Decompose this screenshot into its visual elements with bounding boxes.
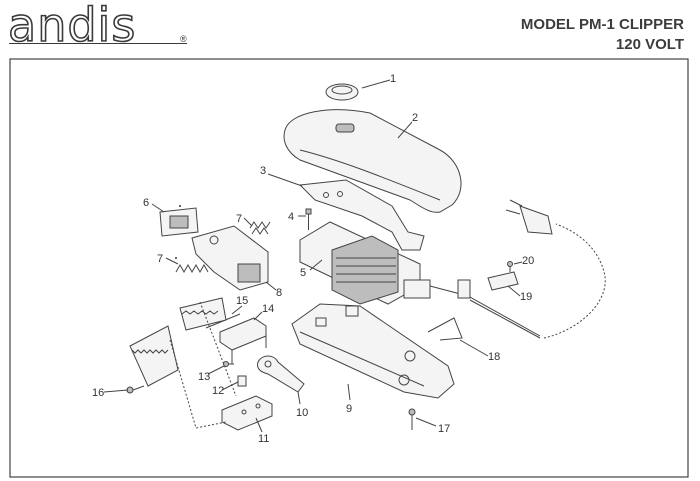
part-armature-8 bbox=[191, 225, 269, 291]
part-wire-18 bbox=[427, 317, 463, 341]
part-screw-5 bbox=[305, 208, 312, 230]
part-lower-blade bbox=[129, 325, 179, 387]
part-cord-and-plug bbox=[429, 199, 606, 339]
part-screw-12 bbox=[237, 375, 247, 387]
callout-8: 8 bbox=[276, 287, 282, 299]
callout-7a: 7 bbox=[236, 213, 242, 225]
assembly-guide-lines bbox=[169, 301, 237, 429]
part-link-arm-10 bbox=[257, 355, 305, 393]
callout-18: 18 bbox=[488, 351, 500, 363]
part-switch-plate bbox=[298, 179, 425, 251]
callout-9: 9 bbox=[346, 403, 352, 415]
callout-19: 19 bbox=[520, 291, 532, 303]
callout-7b: 7 bbox=[157, 253, 163, 265]
part-screw-20 bbox=[507, 261, 513, 272]
registered-mark: ® bbox=[180, 34, 187, 44]
part-bracket-14 bbox=[219, 317, 267, 364]
callout-20: 20 bbox=[522, 255, 534, 267]
brand-logo: andis bbox=[7, 0, 137, 52]
part-bottom-housing bbox=[291, 303, 455, 399]
callout-13: 13 bbox=[198, 371, 210, 383]
callout-3: 3 bbox=[260, 165, 266, 177]
part-screw-16 bbox=[126, 385, 145, 394]
callout-10: 10 bbox=[296, 407, 308, 419]
diagram-frame bbox=[9, 58, 689, 478]
part-motor-assembly bbox=[299, 221, 431, 305]
callout-1: 2 bbox=[412, 112, 418, 124]
callout-12: 12 bbox=[212, 385, 224, 397]
callout-leaders bbox=[103, 79, 523, 433]
callout-4: 5 bbox=[300, 267, 306, 279]
callout-14: 14 bbox=[262, 303, 274, 315]
logo-underline bbox=[9, 43, 187, 44]
voltage-label: 120 VOLT bbox=[615, 36, 684, 53]
callout-15: 15 bbox=[236, 295, 248, 307]
callout-5: 4 bbox=[288, 211, 294, 223]
callout-2: 1 bbox=[390, 73, 396, 85]
part-top-housing bbox=[283, 109, 462, 213]
callout-16: 16 bbox=[92, 387, 104, 399]
callout-17: 17 bbox=[438, 423, 450, 435]
part-screw-13 bbox=[223, 361, 234, 367]
part-screw-17 bbox=[408, 408, 416, 430]
callout-6: 6 bbox=[143, 197, 149, 209]
part-spring-7-upper bbox=[249, 221, 271, 235]
part-upper-blade bbox=[179, 297, 227, 331]
model-title: MODEL PM-1 CLIPPER bbox=[520, 16, 684, 33]
part-switch-cap bbox=[325, 83, 359, 101]
part-spring-7-lower bbox=[175, 257, 209, 274]
callout-11: 11 bbox=[258, 433, 269, 445]
part-bracket-11 bbox=[221, 395, 273, 431]
part-cord-clamp-19 bbox=[487, 271, 519, 291]
part-block-6 bbox=[159, 205, 199, 237]
callout-numbers: 1 2 3 4 5 6 7 7 8 9 10 11 12 13 14 15 16… bbox=[92, 73, 534, 445]
